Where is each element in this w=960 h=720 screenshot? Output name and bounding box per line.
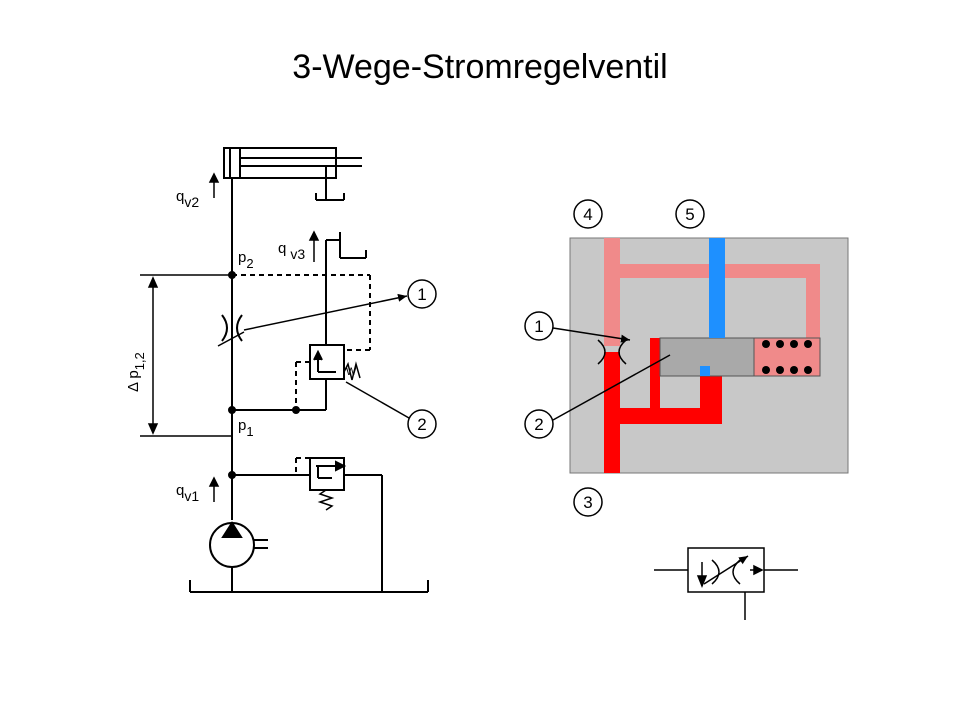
spring-coils (762, 340, 812, 374)
callout-1-circle (407, 279, 437, 309)
cylinder (223, 147, 362, 200)
section-callout-1-label: 1 (534, 317, 543, 336)
pump-symbol (209, 521, 268, 592)
label-p1: p1 (238, 417, 254, 439)
spring-mark: W (346, 366, 357, 378)
callout-1-label: 1 (417, 285, 426, 304)
section-callout-2-circle (524, 409, 554, 439)
pilot-lines (232, 274, 371, 475)
tank-bottom (189, 580, 429, 593)
callout-2-label: 2 (417, 415, 426, 434)
return-channel (709, 238, 725, 338)
delta-p-dimension (140, 274, 232, 437)
callout-2-circle (407, 409, 437, 439)
label-delta-p: Δ p1,2 (125, 352, 147, 392)
throttle-symbol (221, 314, 243, 342)
port-4-circle (573, 199, 603, 229)
pressure-compensator-valve (309, 240, 361, 410)
section-callout-1-circle (524, 311, 554, 341)
valve-cross-section (524, 199, 849, 517)
label-qv1: qv1 (176, 482, 199, 504)
pressure-relief-valve (309, 457, 383, 592)
hydraulic-circuit (140, 147, 437, 593)
port-3-circle (573, 487, 603, 517)
flow-control-valve-symbol (654, 547, 798, 620)
port-5-label: 5 (685, 205, 694, 224)
flow-arrows (208, 172, 320, 502)
label-qv2: qv2 (176, 188, 199, 210)
port-3-label: 3 (583, 493, 592, 512)
tank-symbol-v3 (326, 232, 367, 259)
tank-symbol-top (315, 193, 345, 201)
port-5-circle (675, 199, 705, 229)
port-4-label: 4 (583, 205, 592, 224)
page-title: 3-Wege-Stromregelventil (292, 48, 668, 86)
section-callout-2-label: 2 (534, 415, 543, 434)
label-p2: p2 (238, 249, 254, 271)
